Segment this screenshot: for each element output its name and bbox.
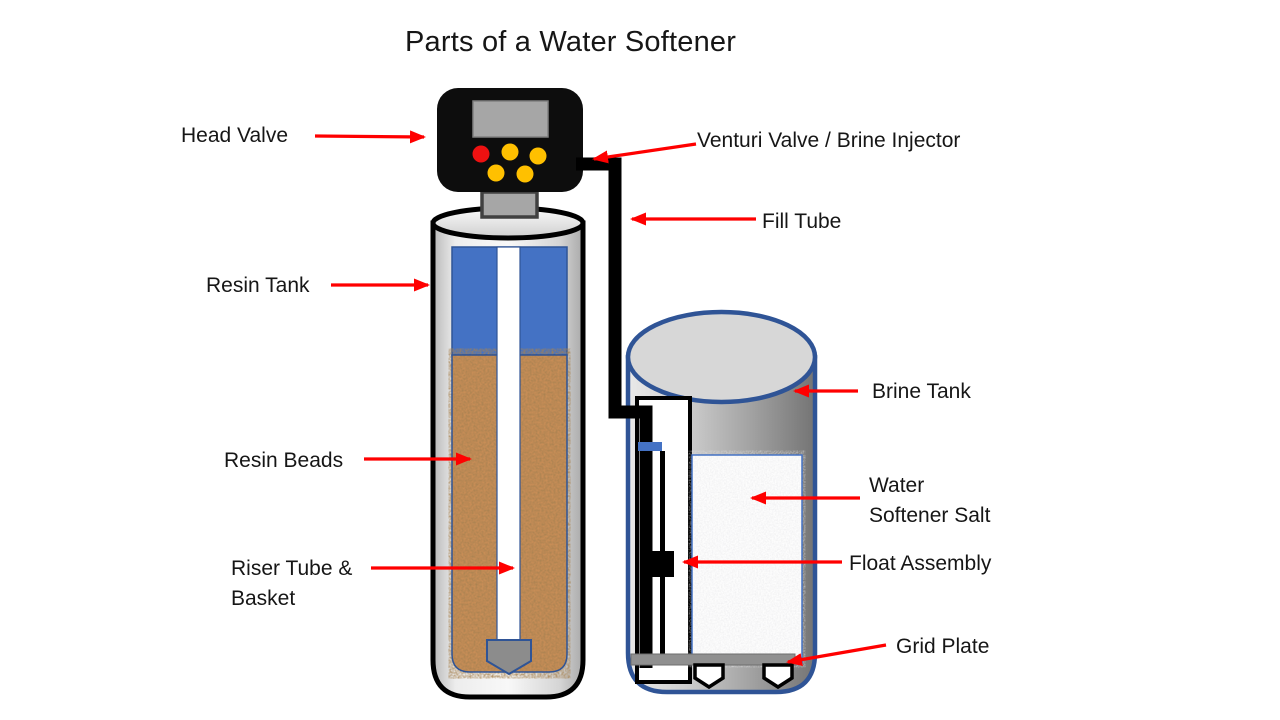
resin-beads-border — [451, 354, 568, 673]
label-brine-tank: Brine Tank — [872, 380, 971, 403]
fill-tube-pipe — [576, 157, 653, 668]
arrow-grid-plate — [786, 643, 887, 667]
valve-display — [472, 100, 549, 138]
tank-foot — [693, 663, 725, 690]
label-float-assembly: Float Assembly — [849, 552, 992, 575]
page-title: Parts of a Water Softener — [405, 26, 737, 58]
arrow-venturi-valve — [592, 142, 697, 164]
salt-fill — [692, 455, 802, 663]
label-venturi-valve: Venturi Valve / Brine Injector — [697, 129, 961, 152]
brine-tank-top — [625, 309, 818, 405]
valve-button-yellow — [487, 164, 505, 182]
label-fill-tube: Fill Tube — [762, 210, 842, 233]
valve-button-red — [472, 145, 490, 163]
arrow-head-valve — [314, 130, 426, 144]
float-body — [651, 551, 674, 577]
valve-button-yellow — [501, 143, 519, 161]
label-softener-salt: Water Softener Salt — [869, 474, 991, 527]
riser-tube — [496, 246, 521, 641]
valve-button-yellow — [529, 147, 547, 165]
label-grid-plate: Grid Plate — [896, 635, 990, 658]
label-resin-beads: Resin Beads — [224, 449, 344, 472]
valve-connector — [480, 190, 539, 219]
valve-button-yellow — [516, 165, 534, 183]
float-band — [638, 442, 662, 451]
riser-basket — [486, 639, 532, 676]
label-head-valve: Head Valve — [181, 124, 289, 147]
label-riser-tube: Riser Tube & Basket — [231, 557, 353, 610]
label-resin-tank: Resin Tank — [206, 274, 310, 297]
